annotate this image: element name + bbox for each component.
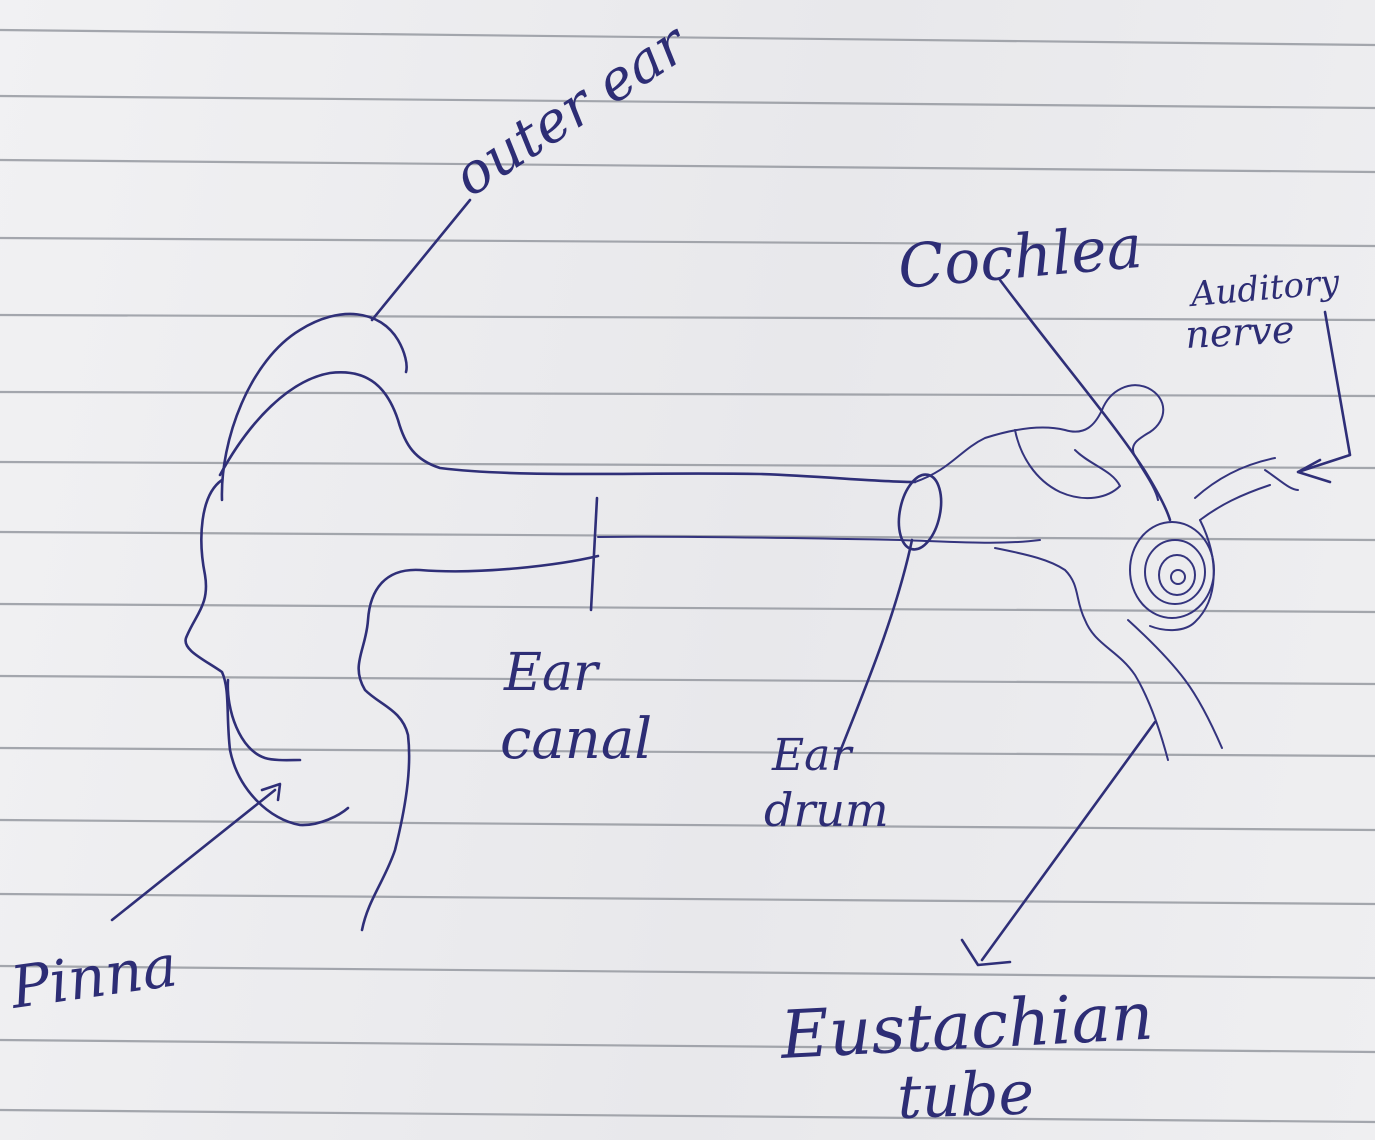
middle-ear-lower xyxy=(995,548,1168,760)
cochlea-pointer xyxy=(1000,280,1170,520)
outer-ear-arc xyxy=(222,314,407,500)
eustachian-label-line2: tube xyxy=(896,1058,1035,1133)
ossicles xyxy=(1015,430,1120,498)
ear-canal-label-line2: canal xyxy=(500,707,652,772)
eustachian-pointer xyxy=(962,722,1155,965)
auditory-label: Auditory xyxy=(1186,262,1341,315)
cochlea-label: Cochlea xyxy=(895,212,1145,303)
ear-drum-label-line1: Ear xyxy=(771,730,854,781)
pinna-outline xyxy=(186,480,348,825)
pinna-inner-curve xyxy=(228,680,300,760)
outer-ear-pointer xyxy=(372,200,470,320)
outer-ear-label: outer ear xyxy=(442,10,701,210)
cochlea-spiral xyxy=(1130,522,1214,618)
pinna-label: Pinna xyxy=(5,931,181,1022)
eustachian-label-line1: Eustachian xyxy=(778,978,1155,1074)
ear-drum-pointer xyxy=(836,540,912,762)
ear-drum-label-line2: drum xyxy=(764,783,889,837)
ear-canal-pointer xyxy=(591,498,597,610)
nerve-label: nerve xyxy=(1184,307,1295,357)
ear-canal-label-line1: Ear xyxy=(503,643,601,703)
pinna-pointer xyxy=(112,784,280,920)
